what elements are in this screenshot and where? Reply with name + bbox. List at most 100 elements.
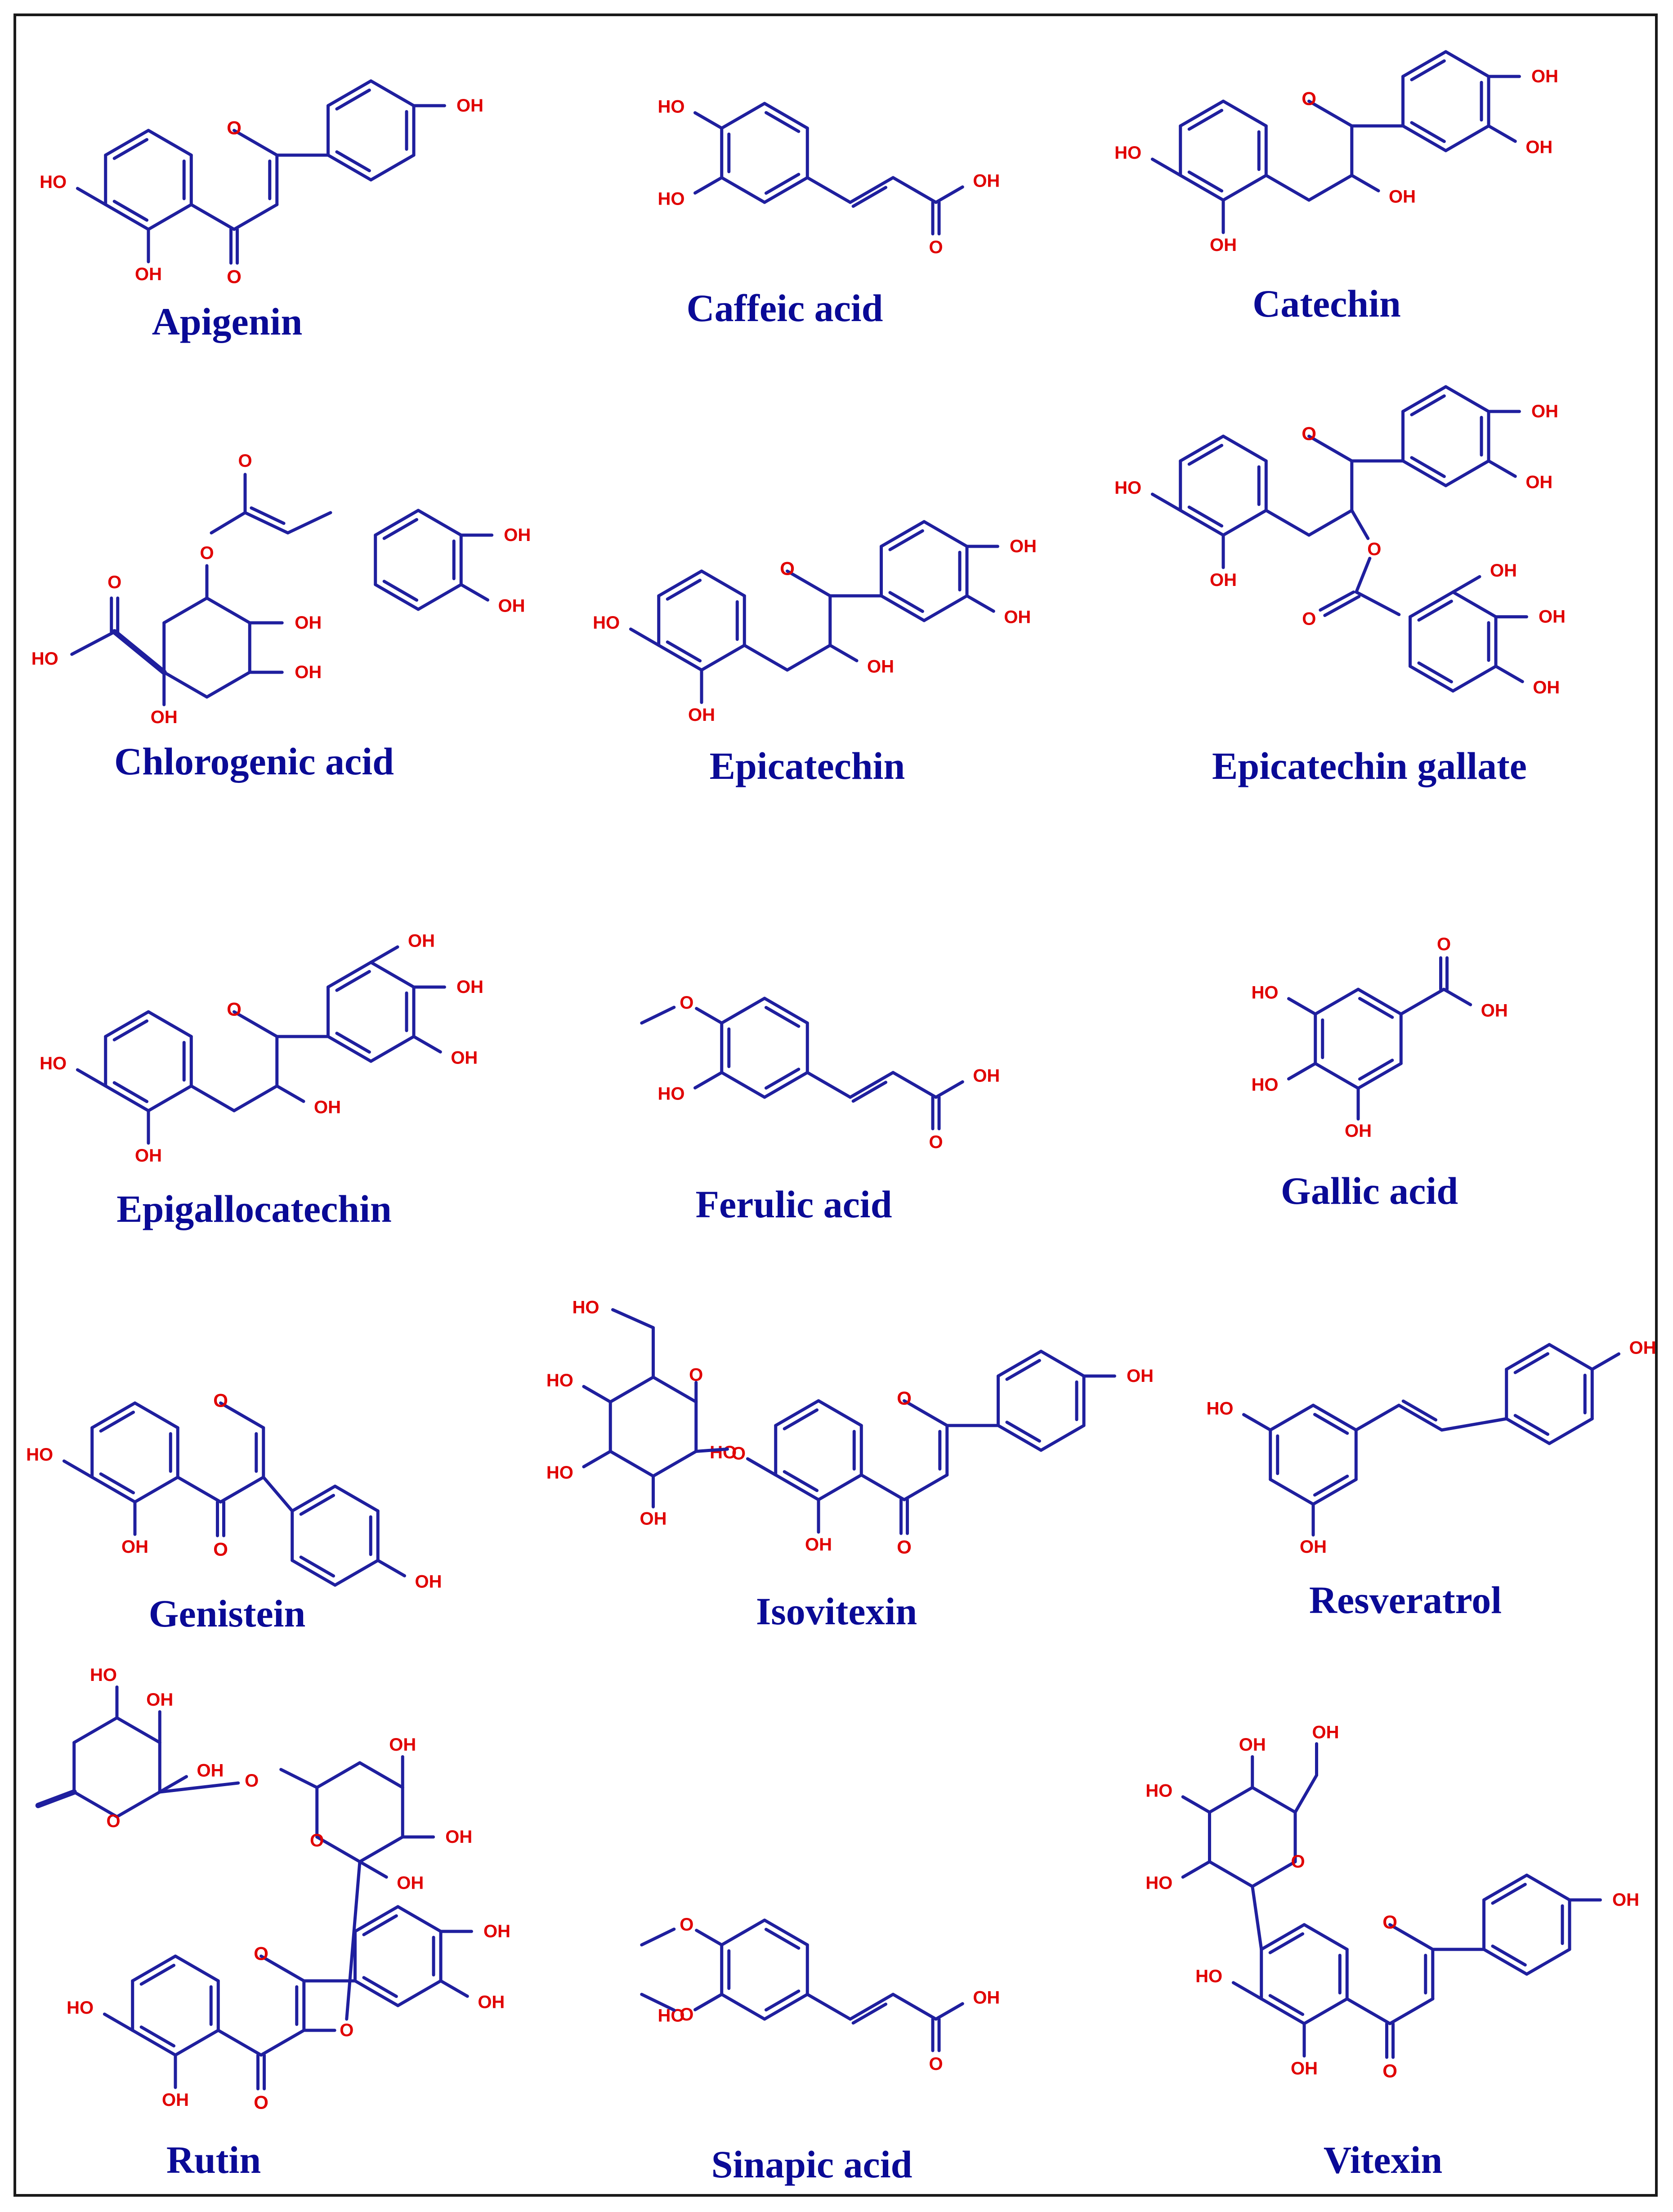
label-rutin: Rutin bbox=[166, 2138, 261, 2181]
svg-text:O: O bbox=[245, 1771, 259, 1791]
svg-text:OH: OH bbox=[478, 1993, 505, 2012]
svg-text:HO: HO bbox=[593, 613, 620, 633]
svg-text:O: O bbox=[227, 266, 242, 287]
svg-text:OH: OH bbox=[1300, 1537, 1327, 1557]
svg-text:OH: OH bbox=[1539, 607, 1566, 627]
svg-text:OH: OH bbox=[1239, 1735, 1266, 1755]
svg-text:HO: HO bbox=[710, 1443, 737, 1462]
svg-text:OH: OH bbox=[498, 596, 525, 616]
svg-text:OH: OH bbox=[973, 1066, 1000, 1086]
structure-resveratrol: HO OH OH bbox=[1206, 1338, 1656, 1557]
svg-text:OH: OH bbox=[1127, 1366, 1154, 1386]
svg-text:OH: OH bbox=[973, 171, 1000, 191]
svg-text:OH: OH bbox=[162, 2090, 189, 2110]
label-vitexin: Vitexin bbox=[1323, 2138, 1443, 2181]
svg-text:O: O bbox=[1382, 2060, 1397, 2082]
svg-text:OH: OH bbox=[805, 1535, 832, 1555]
svg-text:OH: OH bbox=[1345, 1121, 1372, 1141]
structure-genistein: O O HO OH OH bbox=[26, 1390, 442, 1592]
svg-text:O: O bbox=[732, 1444, 746, 1464]
label-caffeic-acid: Caffeic acid bbox=[686, 286, 883, 330]
svg-text:OH: OH bbox=[1490, 561, 1517, 581]
svg-text:OH: OH bbox=[1612, 1890, 1639, 1910]
svg-text:OH: OH bbox=[1291, 2059, 1318, 2078]
svg-text:OH: OH bbox=[1004, 608, 1031, 627]
svg-text:O: O bbox=[213, 1390, 228, 1411]
svg-text:O: O bbox=[680, 993, 693, 1013]
label-isovitexin: Isovitexin bbox=[756, 1590, 917, 1633]
svg-text:O: O bbox=[200, 543, 214, 563]
svg-text:HO: HO bbox=[546, 1371, 573, 1390]
label-gallic-acid: Gallic acid bbox=[1280, 1169, 1458, 1212]
svg-text:OH: OH bbox=[640, 1509, 667, 1529]
svg-text:O: O bbox=[340, 2020, 353, 2040]
svg-text:OH: OH bbox=[1629, 1338, 1656, 1358]
label-epicatechin: Epicatechin bbox=[709, 744, 905, 787]
svg-text:O: O bbox=[1302, 88, 1316, 109]
svg-text:O: O bbox=[929, 237, 943, 257]
svg-text:O: O bbox=[1291, 1852, 1305, 1872]
svg-text:OH: OH bbox=[135, 264, 162, 284]
svg-text:OH: OH bbox=[867, 657, 894, 677]
svg-text:HO: HO bbox=[658, 189, 684, 209]
svg-text:OH: OH bbox=[1481, 1001, 1508, 1021]
svg-text:HO: HO bbox=[1114, 478, 1141, 498]
svg-text:HO: HO bbox=[40, 172, 67, 192]
svg-text:O: O bbox=[107, 572, 121, 592]
svg-text:O: O bbox=[213, 1539, 228, 1560]
svg-text:HO: HO bbox=[26, 1445, 53, 1465]
label-chlorogenic-acid: Chlorogenic acid bbox=[114, 740, 394, 783]
svg-text:OH: OH bbox=[1533, 678, 1560, 697]
svg-text:OH: OH bbox=[973, 1988, 1000, 2008]
label-epigallocatechin: Epigallocatechin bbox=[116, 1187, 392, 1230]
svg-text:OH: OH bbox=[483, 1922, 510, 1941]
svg-text:OH: OH bbox=[295, 613, 322, 633]
label-epicatechin-gallate: Epicatechin gallate bbox=[1212, 744, 1527, 787]
svg-text:OH: OH bbox=[314, 1098, 341, 1117]
svg-text:HO: HO bbox=[1145, 1781, 1172, 1801]
svg-text:O: O bbox=[227, 117, 242, 139]
svg-text:O: O bbox=[897, 1537, 912, 1558]
svg-text:O: O bbox=[780, 558, 795, 579]
svg-text:HO: HO bbox=[31, 649, 58, 669]
svg-text:O: O bbox=[1382, 1912, 1397, 1933]
label-genistein: Genistein bbox=[148, 1592, 306, 1635]
svg-text:O: O bbox=[680, 1915, 693, 1935]
svg-text:OH: OH bbox=[1389, 187, 1416, 207]
svg-text:O: O bbox=[310, 1831, 324, 1850]
svg-text:O: O bbox=[689, 1365, 703, 1385]
svg-text:HO: HO bbox=[1251, 1075, 1278, 1095]
svg-text:OH: OH bbox=[121, 1537, 148, 1557]
svg-text:OH: OH bbox=[197, 1761, 224, 1781]
svg-text:HO: HO bbox=[40, 1054, 67, 1073]
svg-text:OH: OH bbox=[146, 1690, 173, 1710]
label-catechin: Catechin bbox=[1253, 282, 1401, 325]
svg-text:OH: OH bbox=[445, 1827, 472, 1847]
svg-text:OH: OH bbox=[415, 1572, 442, 1592]
svg-text:O: O bbox=[1437, 934, 1451, 954]
label-sinapic-acid: Sinapic acid bbox=[711, 2143, 913, 2186]
svg-text:HO: HO bbox=[1206, 1399, 1233, 1419]
label-apigenin: Apigenin bbox=[152, 300, 303, 343]
svg-text:OH: OH bbox=[688, 705, 715, 725]
svg-text:O: O bbox=[254, 2092, 268, 2113]
svg-text:O: O bbox=[238, 451, 252, 471]
structure-epicatechin: O HO OH OH OH OH bbox=[593, 520, 1037, 725]
svg-text:OH: OH bbox=[1210, 235, 1237, 255]
svg-text:OH: OH bbox=[295, 662, 322, 682]
svg-text:OH: OH bbox=[135, 1146, 162, 1166]
svg-text:OH: OH bbox=[1010, 536, 1037, 556]
label-ferulic-acid: Ferulic acid bbox=[695, 1183, 892, 1226]
svg-text:HO: HO bbox=[572, 1298, 599, 1318]
svg-text:HO: HO bbox=[67, 1998, 94, 2018]
svg-text:O: O bbox=[680, 2005, 693, 2024]
figure-border bbox=[13, 13, 1658, 2197]
svg-text:O: O bbox=[1302, 609, 1316, 629]
